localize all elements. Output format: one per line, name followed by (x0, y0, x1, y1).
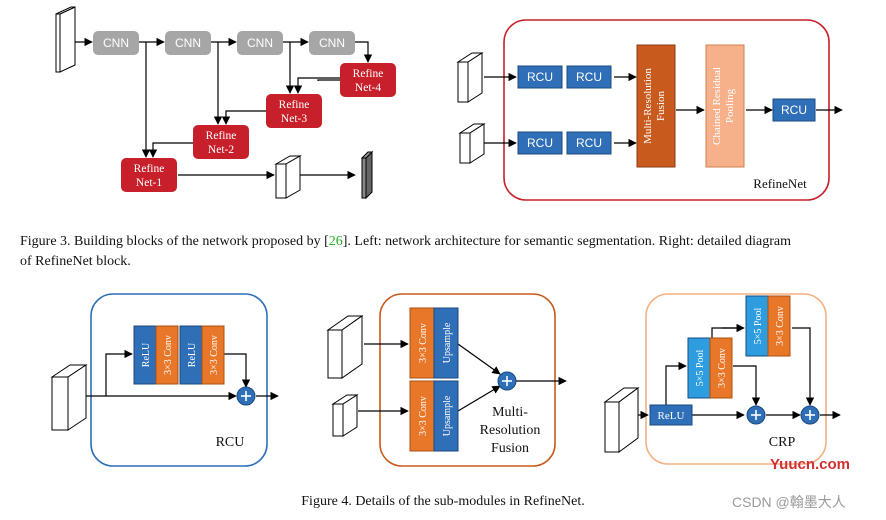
svg-text:Refine: Refine (206, 130, 237, 142)
svg-text:CNN: CNN (175, 36, 201, 50)
crp-input-cube (603, 387, 640, 453)
crp-conv-1: 3×3 Conv (709, 337, 733, 399)
svg-text:Refine: Refine (134, 163, 165, 175)
caption3-text-a: Figure 3. Building blocks of the network… (20, 234, 329, 249)
citation-link[interactable]: 26 (328, 234, 343, 249)
input-cube-top (456, 52, 484, 103)
network-architecture-diagram: CNN CNN CNN CNN (55, 6, 396, 200)
svg-text:5×5 Pool: 5×5 Pool (695, 350, 706, 387)
crp-module-diagram: ReLU 5×5 Pool 3×3 Conv 5×5 Pool 3×3 Conv (603, 293, 841, 465)
mrf-title-line3: Fusion (491, 441, 529, 456)
crp-relu: ReLU (649, 404, 693, 426)
mrf-conv-bottom: 3×3 Conv (409, 380, 435, 452)
svg-text:RCU: RCU (527, 136, 553, 150)
svg-text:Net-1: Net-1 (136, 177, 162, 189)
svg-text:ReLU: ReLU (187, 342, 198, 367)
input-cube-bottom (458, 123, 486, 164)
svg-text:Refine: Refine (353, 68, 384, 80)
rcu-output: RCU (772, 98, 816, 122)
rcu-relu-1: ReLU (133, 325, 157, 385)
svg-text:CNN: CNN (319, 36, 345, 50)
svg-text:Refine: Refine (279, 99, 310, 111)
svg-text:ReLU: ReLU (141, 342, 152, 367)
svg-text:ReLU: ReLU (658, 410, 685, 422)
svg-text:CNN: CNN (103, 36, 129, 50)
svg-text:Chained Residual: Chained Residual (711, 67, 723, 145)
refinenet-3-block: Refine Net-3 (266, 94, 322, 128)
rcu-sum-node (236, 386, 256, 406)
mrf-input-cube-bottom (331, 394, 359, 437)
cnn-block-3: CNN (237, 31, 283, 55)
rcu-title: RCU (216, 435, 245, 450)
svg-text:3×3 Conv: 3×3 Conv (163, 335, 174, 375)
svg-text:Upsample: Upsample (442, 322, 453, 363)
svg-text:3×3 Conv: 3×3 Conv (717, 348, 728, 388)
svg-text:Pooling: Pooling (724, 88, 736, 123)
figure-3-caption: Figure 3. Building blocks of the network… (20, 232, 880, 272)
svg-text:RCU: RCU (576, 70, 602, 84)
crp-conv-2: 3×3 Conv (767, 295, 791, 357)
site-watermark: Yuucn.com (770, 456, 851, 473)
rcu-top-1: RCU (517, 65, 563, 89)
rcu-conv-1: 3×3 Conv (155, 325, 179, 385)
caption4-text: Figure 4. Details of the sub-modules in … (301, 494, 585, 509)
feature-map-cube (274, 155, 302, 199)
input-image-slab (55, 6, 76, 73)
rcu-relu-2: ReLU (179, 325, 203, 385)
svg-text:Multi-Resolution: Multi-Resolution (642, 68, 654, 144)
rcu-module-diagram: ReLU 3×3 Conv ReLU 3×3 Conv RCU (50, 293, 279, 467)
chained-residual-pooling-block: Chained Residual Pooling (705, 44, 745, 168)
refinenet-2-block: Refine Net-2 (193, 125, 249, 159)
svg-text:Fusion: Fusion (655, 91, 667, 121)
mrf-sum-node (497, 371, 517, 391)
refinenet-title: RefineNet (753, 176, 807, 191)
crp-sum-node-1 (746, 405, 766, 425)
caption3-text-b: ]. Left: network architecture for semant… (342, 234, 791, 249)
caption3-text-line2: of RefineNet block. (20, 254, 131, 269)
author-watermark: CSDN @翰墨大人 (732, 494, 846, 510)
svg-text:CNN: CNN (247, 36, 273, 50)
rcu-conv-2: 3×3 Conv (201, 325, 225, 385)
crp-border (645, 293, 827, 465)
refinenet-block-diagram: RCU RCU RCU RCU Multi-Resolution Fusion … (456, 19, 843, 201)
multi-resolution-fusion-block: Multi-Resolution Fusion (636, 44, 676, 168)
mrf-upsample-bottom: Upsample (433, 380, 459, 452)
svg-text:Upsample: Upsample (442, 395, 453, 436)
svg-text:3×3 Conv: 3×3 Conv (418, 396, 429, 436)
svg-text:5×5 Pool: 5×5 Pool (753, 308, 764, 345)
crp-pool-2: 5×5 Pool (745, 295, 769, 357)
mrf-module-diagram: 3×3 Conv Upsample 3×3 Conv Upsample Mult… (326, 293, 567, 467)
mrf-conv-top: 3×3 Conv (409, 307, 435, 379)
crp-pool-1: 5×5 Pool (687, 337, 711, 399)
rcu-input-cube (50, 364, 88, 431)
figure-4-caption: Figure 4. Details of the sub-modules in … (0, 492, 886, 512)
rcu-bottom-2: RCU (566, 131, 612, 155)
mrf-title-line2: Resolution (480, 423, 541, 438)
mrf-input-cube-top (326, 315, 364, 379)
svg-text:3×3 Conv: 3×3 Conv (418, 323, 429, 363)
crp-sum-node-2 (800, 405, 820, 425)
svg-text:RCU: RCU (527, 70, 553, 84)
rcu-top-2: RCU (566, 65, 612, 89)
cnn-block-4: CNN (309, 31, 355, 55)
rcu-bottom-1: RCU (517, 131, 563, 155)
output-segmentation-slab (360, 150, 374, 200)
svg-text:Net-3: Net-3 (281, 113, 307, 125)
svg-text:RCU: RCU (576, 136, 602, 150)
mrf-title-line1: Multi- (492, 405, 528, 420)
svg-text:3×3 Conv: 3×3 Conv (775, 306, 786, 346)
cnn-block-1: CNN (93, 31, 139, 55)
refinenet-4-block: Refine Net-4 (340, 63, 396, 97)
svg-text:RCU: RCU (781, 103, 807, 117)
refinenet-1-block: Refine Net-1 (121, 158, 177, 192)
mrf-upsample-top: Upsample (433, 307, 459, 379)
svg-text:Net-2: Net-2 (208, 144, 234, 156)
cnn-block-2: CNN (165, 31, 211, 55)
svg-text:3×3 Conv: 3×3 Conv (209, 335, 220, 375)
crp-title: CRP (769, 435, 796, 450)
svg-text:Net-4: Net-4 (355, 82, 381, 94)
